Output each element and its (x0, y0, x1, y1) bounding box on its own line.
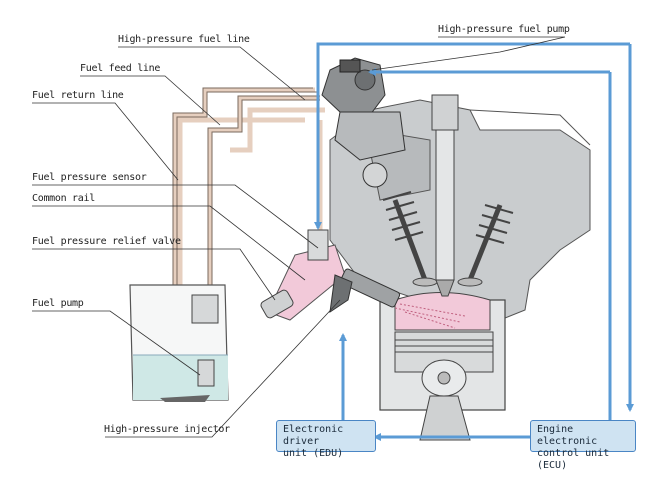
signal-lines (314, 42, 634, 441)
fuel-spray (394, 303, 466, 329)
cylinder-injector (431, 94, 459, 297)
label-fuel-pump: Fuel pump (32, 298, 84, 309)
leader-lines (32, 36, 566, 438)
label-common-rail: Common rail (32, 193, 95, 204)
intake-valve (382, 191, 438, 287)
label-high-pressure-fuel-pump: High-pressure fuel pump (438, 24, 570, 35)
fuel-tank (129, 284, 229, 402)
ecu-box: Engine electronic control unit (ECU) (530, 420, 636, 471)
exhaust-valve (457, 204, 514, 287)
label-fuel-feed-line: Fuel feed line (80, 63, 161, 74)
label-fuel-return-line: Fuel return line (32, 90, 124, 101)
label-fuel-pressure-sensor: Fuel pressure sensor (32, 172, 147, 183)
label-high-pressure-injector: High-pressure injector (104, 424, 230, 435)
edu-box: Electronic driver unit (EDU) (276, 420, 376, 459)
high-pressure-injector-shape (329, 268, 401, 314)
common-rail (260, 229, 346, 321)
label-fuel-pressure-relief-valve: Fuel pressure relief valve (32, 236, 181, 247)
label-high-pressure-fuel-line: High-pressure fuel line (118, 34, 250, 45)
piston (394, 331, 494, 441)
